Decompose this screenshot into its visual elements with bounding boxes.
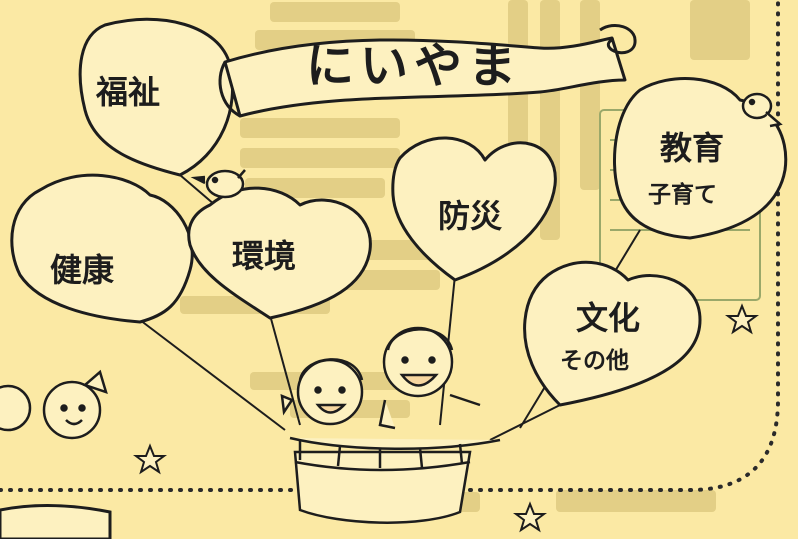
balloon-label-disaster: 防災 (438, 197, 503, 235)
heart-balloon-welfare (78, 17, 235, 177)
bird-left (190, 169, 246, 199)
star-icon-2 (725, 303, 759, 335)
star-icon-1 (133, 443, 167, 475)
dotted-border (0, 0, 780, 492)
bird-right (741, 92, 783, 128)
balloon-label-other: その他 (560, 348, 629, 374)
banner-title: にいやま (306, 38, 523, 94)
heart-balloon-icons (10, 17, 788, 407)
balloon-label-culture: 文化 (576, 299, 641, 337)
star-icon-3 (513, 501, 547, 533)
heart-balloon-education (612, 77, 788, 240)
bottom-wave (0, 503, 112, 539)
heart-balloon-health (10, 173, 194, 324)
balloon-label-health: 健康 (50, 251, 115, 289)
basket (289, 436, 501, 524)
heart-balloon-culture (523, 260, 702, 407)
children (280, 326, 481, 430)
balloon-label-childcare: 子育て (648, 182, 717, 208)
girl-child (280, 358, 364, 426)
heart-balloon-disaster (391, 136, 557, 282)
star-icons (133, 303, 759, 533)
side-children (0, 369, 108, 440)
balloon-label-environment: 環境 (232, 237, 297, 275)
ribbon-banner (218, 24, 637, 118)
balloon-label-education: 教育 (660, 129, 725, 167)
heart-balloon-environment (187, 186, 372, 320)
boy-child (378, 326, 481, 430)
balloon-label-welfare: 福祉 (96, 73, 161, 111)
bird-icons (190, 92, 783, 199)
